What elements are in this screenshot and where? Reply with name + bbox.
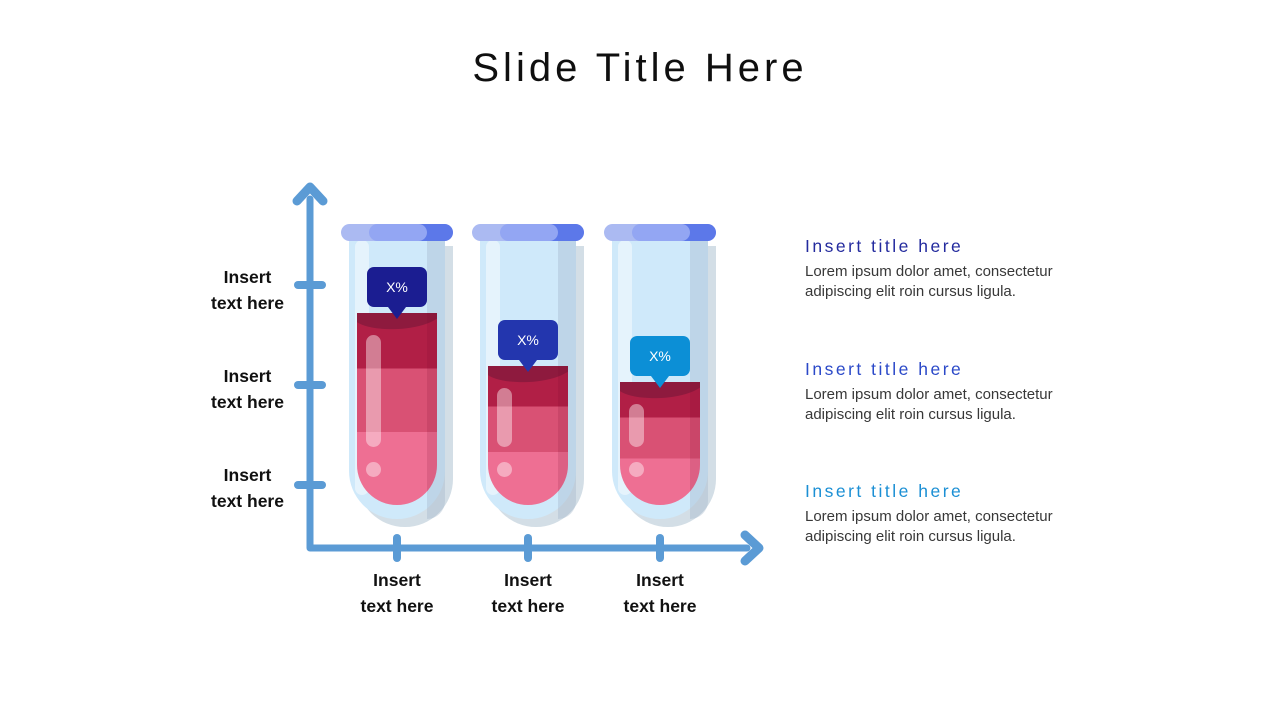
test-tube-1: X% — [341, 224, 453, 530]
y-axis-label-2-line2: text here — [211, 392, 284, 412]
liquid-highlight-stripe — [366, 334, 381, 447]
section-3-body: Lorem ipsum dolor amet, consectetur adip… — [805, 508, 1053, 545]
tube-liquid — [620, 382, 700, 505]
value-badge-3: X% — [630, 336, 690, 389]
y-axis-label-1-line1: Insert — [223, 267, 272, 287]
tube-liquid-area: X% — [620, 238, 700, 505]
tube-rim-highlight — [369, 224, 427, 241]
y-axis-label-1-line2: text here — [211, 293, 284, 313]
x-axis-label-1-line1: Insert — [373, 570, 421, 590]
x-axis-label-1: Insert text here — [322, 567, 472, 619]
section-2-title: Insert title here — [805, 359, 964, 379]
y-axis-label-3-line1: Insert — [223, 465, 272, 485]
tube-liquid — [488, 366, 568, 505]
tube-rim — [604, 224, 716, 241]
tube-rim-highlight — [500, 224, 558, 241]
liquid-highlight-stripe — [497, 388, 512, 447]
tube-liquid — [357, 312, 437, 505]
liquid-highlight-dot — [497, 462, 512, 477]
liquid-highlight-dot — [629, 462, 644, 477]
x-axis-label-2-line2: text here — [491, 596, 565, 616]
test-tube-2: X% — [472, 224, 584, 530]
x-axis-label-3: Insert text here — [585, 567, 735, 619]
y-axis-label-2: Insert text here — [185, 363, 310, 415]
y-axis-label-3: Insert text here — [185, 462, 310, 514]
x-axis-label-1-line2: text here — [360, 596, 434, 616]
tube-liquid-area: X% — [357, 238, 437, 505]
liquid-shade — [558, 366, 568, 505]
section-1-title: Insert title here — [805, 236, 964, 256]
tube-rim — [472, 224, 584, 241]
value-badge-2: X% — [498, 320, 558, 373]
test-tube-3: X% — [604, 224, 716, 530]
tube-liquid-area: X% — [488, 238, 568, 505]
section-3-title: Insert title here — [805, 481, 964, 501]
tube-rim-highlight — [632, 224, 690, 241]
text-section-3: Insert title here Lorem ipsum dolor amet… — [805, 481, 1095, 546]
y-axis-label-3-line2: text here — [211, 491, 284, 511]
y-axis-label-1: Insert text here — [185, 264, 310, 316]
section-2-body: Lorem ipsum dolor amet, consectetur adip… — [805, 386, 1053, 423]
x-axis-label-2: Insert text here — [453, 567, 603, 619]
y-axis-label-2-line1: Insert — [223, 366, 272, 386]
text-section-2: Insert title here Lorem ipsum dolor amet… — [805, 359, 1095, 424]
section-1-body: Lorem ipsum dolor amet, consectetur adip… — [805, 263, 1053, 300]
slide-title: Slide Title Here — [472, 46, 808, 90]
y-axis-arrow-icon — [292, 182, 328, 206]
liquid-highlight-dot — [366, 462, 381, 477]
value-badge-2-label: X% — [517, 332, 539, 349]
x-axis-label-3-line1: Insert — [636, 570, 684, 590]
value-badge-1: X% — [367, 266, 427, 319]
value-badge-3-label: X% — [649, 348, 671, 365]
liquid-highlight-stripe — [629, 404, 644, 447]
text-section-1: Insert title here Lorem ipsum dolor amet… — [805, 236, 1095, 301]
tube-rim — [341, 224, 453, 241]
x-axis-label-2-line1: Insert — [504, 570, 552, 590]
x-axis-label-3-line2: text here — [623, 596, 697, 616]
liquid-shade — [427, 312, 437, 505]
value-badge-1-label: X% — [386, 278, 408, 295]
x-axis-arrow-icon — [740, 530, 764, 566]
liquid-shade — [690, 382, 700, 505]
